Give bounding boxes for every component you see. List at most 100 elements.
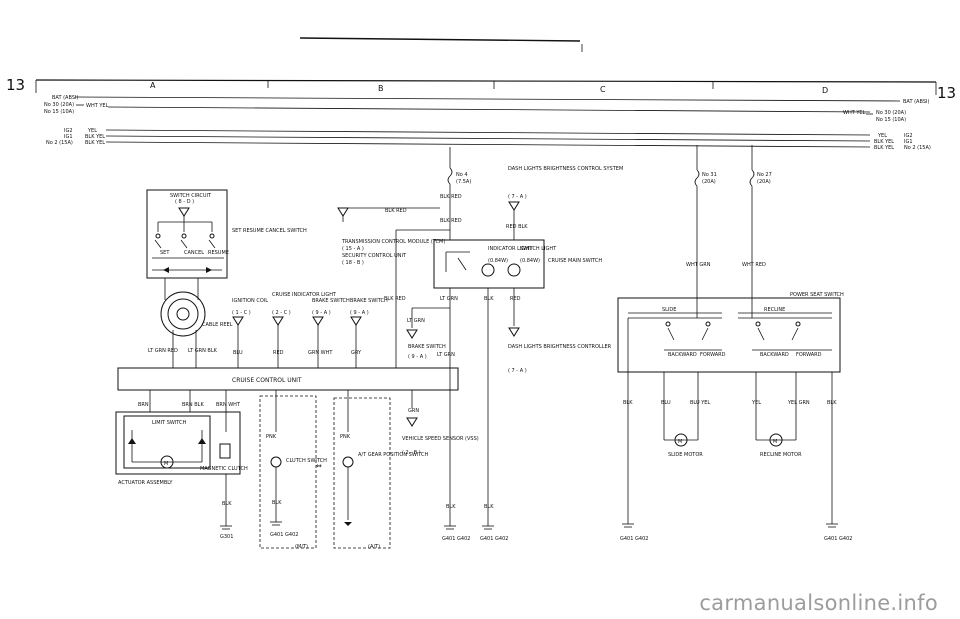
indicator-light-label: INDICATOR LIGHT [488, 246, 533, 252]
bus-ig2-left: IG2 [64, 128, 73, 134]
vss-ref: ( 2 - B ) [402, 450, 421, 456]
wire-lt-grn-blk: LT GRN BLK [188, 348, 218, 354]
wire-lt-grn-red: LT GRN RED [148, 348, 178, 354]
security-ref: ( 18 - B ) [342, 260, 364, 266]
brake-switch-1: BRAKE SWITCH ( 9 - A ) GRN WHT [308, 298, 350, 368]
bus-ig1-right: IG1 [904, 139, 913, 145]
ps-wire-blk: BLK [623, 400, 633, 406]
bus-wht-yel-left: WHT YEL [86, 103, 109, 109]
at-gear-label: A/T GEAR POSITION SWITCH [358, 452, 429, 458]
tcm-label: TRANSMISSION CONTROL MODULE (TCM) [341, 239, 445, 245]
security-label: SECURITY CONTROL UNIT [342, 253, 407, 259]
cancel-label: CANCEL [184, 250, 204, 256]
exchange-icon: ⇔ [316, 462, 322, 470]
cruise-indicator-ref: ( 2 - C ) [272, 310, 291, 316]
clutch-type: (M/T) [295, 544, 308, 550]
ground-g4: G401 G402 [824, 536, 852, 542]
ground-g2: G401 G402 [480, 536, 508, 542]
wire-blk-red-main: BLK RED [384, 296, 406, 302]
actuator-assembly: LIMIT SWITCH M MAGNETIC CLUTCH ACTUATOR … [115, 411, 248, 540]
slide-motor-label: SLIDE MOTOR [668, 452, 703, 458]
fuse-4: No 4 (7.5A) BLK RED BLK RED BLK RED [384, 147, 471, 368]
cable-reel-label: CABLE REEL [202, 322, 233, 328]
slide-motor-icon: M [678, 439, 682, 445]
fuse-2-right: No 2 (15A) [904, 145, 931, 151]
recline-motor-icon: M [773, 439, 777, 445]
cruise-main-switch: INDICATOR LIGHT (0.84W) SWITCH LIGHT (0.… [433, 239, 602, 500]
bus-blk-yel-left-2: BLK YEL [85, 140, 105, 146]
switch-light-rating: (0.84W) [520, 258, 540, 264]
wire-wht-red: WHT RED [742, 262, 766, 268]
clutch-switch-label: CLUTCH SWITCH [286, 458, 327, 464]
dash-lights-control-system: DASH LIGHTS BRIGHTNESS CONTROL SYSTEM ( … [506, 166, 623, 240]
wire-brn-wht: BRN WHT [216, 402, 241, 408]
wire-red-blk: RED BLK [506, 224, 528, 230]
cruise-indicator-label: CRUISE INDICATOR LIGHT [272, 292, 337, 298]
page-number-left: 13 [6, 76, 25, 94]
slide-label: SLIDE [662, 307, 676, 313]
clutch-switch-mt: PNK CLUTCH SWITCH BLK G401 G402 (M/T) [259, 395, 327, 550]
bus-yel-left: YEL [87, 128, 97, 134]
vehicle-speed-sensor: GRN VEHICLE SPEED SENSOR (VSS) ( 2 - B ) [402, 408, 479, 456]
brake-switch-3-label: BRAKE SWITCH [408, 344, 446, 350]
fuse-4-label: No 4 [456, 172, 468, 178]
column-b-label: B [378, 84, 384, 93]
watermark: carmanualsonline.info [699, 591, 938, 615]
fuse-15-right: No 15 (10A) [876, 117, 906, 123]
bus-blk-yel-right-2: BLK YEL [874, 145, 894, 151]
g2-wire: BLK [484, 504, 494, 510]
brake-switch-1-ref: ( 9 - A ) [312, 310, 331, 316]
wire-lt-grn-2: LT GRN [437, 352, 455, 358]
cable-reel: CABLE REEL LT GRN RED LT GRN BLK [148, 278, 233, 368]
recline-label: RECLINE [764, 307, 785, 313]
bus-blk-yel-right: BLK YEL [874, 139, 894, 145]
switch-circuit-title: SWITCH CIRCUIT [170, 193, 212, 199]
fuse-31-amps: (20A) [702, 179, 716, 185]
vss-wire-grn: GRN [408, 408, 419, 414]
limit-switch-label: LIMIT SWITCH [152, 420, 187, 426]
ignition-coil-ref: ( 1 - C ) [232, 310, 251, 316]
cruise-main-switch-label: CRUISE MAIN SWITCH [548, 258, 602, 264]
wire-blk-red-tcm: BLK RED [385, 208, 407, 214]
column-d-label: D [822, 86, 828, 95]
ignition-coil: IGNITION COIL ( 1 - C ) BLU [232, 298, 268, 368]
transmission-control-module: BLK RED TRANSMISSION CONTROL MODULE (TCM… [337, 207, 445, 266]
wire-blu: BLU [233, 350, 243, 356]
wire-lt-grn-brake: LT GRN [407, 318, 425, 324]
bus-bat-left: BAT (ABSI) [52, 95, 78, 101]
recline-backward-label: BACKWARD [760, 352, 789, 358]
brake-switch-1-label: BRAKE SWITCH [312, 298, 350, 304]
bus-ig1-left: IG1 [64, 134, 73, 140]
vss-label: VEHICLE SPEED SENSOR (VSS) [402, 436, 479, 442]
wire-blk-red-fuse4-b: BLK RED [440, 218, 462, 224]
recline-motor-label: RECLINE MOTOR [760, 452, 802, 458]
switch-side-label: SET RESUME CANCEL SWITCH [232, 228, 307, 234]
clutch-ground: G401 G402 [270, 532, 298, 538]
switch-light-label: SWITCH LIGHT [520, 246, 557, 252]
at-gear-position-switch: PNK A/T GEAR POSITION SWITCH (A/T) [333, 397, 429, 550]
dash-lights-bottom-label: DASH LIGHTS BRIGHTNESS CONTROLLER [508, 344, 612, 350]
bus-wht-yel-right: WHT YEL [843, 110, 866, 116]
actuator-assembly-label: ACTUATOR ASSEMBLY [118, 480, 173, 486]
cruise-indicator-light: CRUISE INDICATOR LIGHT ( 2 - C ) RED [272, 292, 337, 368]
ps-wire-blk2: BLK [827, 400, 837, 406]
actuator-ground-wire: BLK [222, 501, 232, 507]
ps-wire-yel-grn: YEL GRN [787, 400, 810, 406]
brake-switch-3: LT GRN BRAKE SWITCH ( 9 - A ) LT GRN [406, 307, 455, 360]
wire-brn-blk: BRN BLK [182, 402, 204, 408]
resume-label: RESUME [208, 250, 229, 256]
power-seat-title: POWER SEAT SWITCH [790, 292, 844, 298]
wire-gry: GRY [351, 350, 362, 356]
power-seat-circuit: No 31 (20A) WHT GRN No 27 (20A) WHT RED … [617, 145, 852, 542]
brake-switch-2-ref: ( 9 - A ) [350, 310, 369, 316]
fuse-30-left: No 30 (20A) [44, 102, 74, 108]
recline-forward-label: FORWARD [796, 352, 822, 358]
ground-g3: G401 G402 [620, 536, 648, 542]
dash-lights-top-label: DASH LIGHTS BRIGHTNESS CONTROL SYSTEM [508, 166, 623, 172]
column-c-label: C [600, 85, 606, 94]
dash-lights-bottom-ref: ( 7 - A ) [508, 368, 527, 374]
fuse-2-left: No 2 (15A) [46, 140, 73, 146]
page-number-right: 13 [937, 84, 956, 102]
wire-red: RED [273, 350, 284, 356]
